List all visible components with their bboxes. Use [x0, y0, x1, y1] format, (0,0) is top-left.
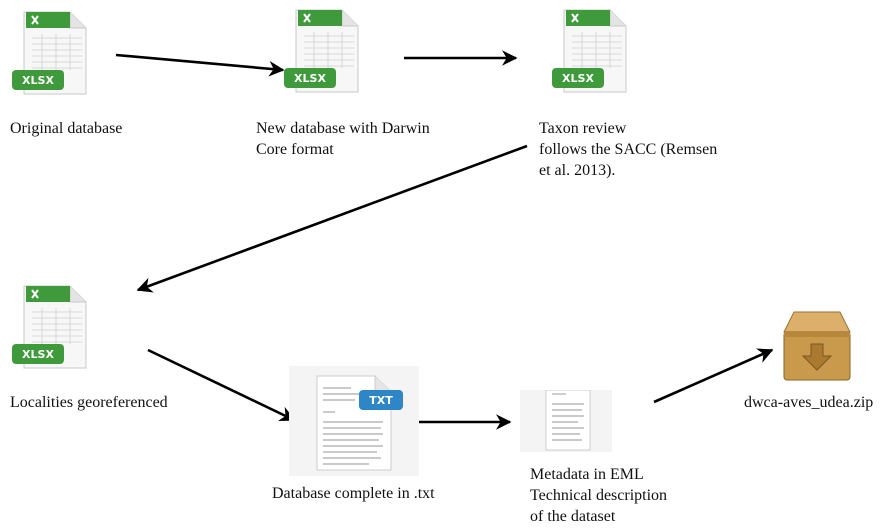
- xlsx-file-icon: XLSX: [282, 6, 366, 96]
- darwin-core-label: New database with Darwin Core format: [256, 120, 430, 158]
- svg-text:XLSX: XLSX: [294, 72, 326, 85]
- xlsx-file-icon: XLSX: [10, 8, 94, 98]
- txt-file-icon: TXT: [289, 366, 419, 476]
- arrow-original-to-darwin: [115, 53, 285, 77]
- svg-text:XLSX: XLSX: [22, 74, 54, 87]
- arrow-taxon-to-georeferenced: [136, 144, 528, 293]
- metadata-label: Metadata in EML Technical description of…: [530, 466, 668, 525]
- archive-label: dwca-aves_udea.zip: [744, 394, 874, 411]
- original-database-label: Original database: [10, 120, 123, 137]
- svg-text:TXT: TXT: [369, 394, 393, 407]
- package-download-icon: [778, 306, 856, 384]
- georeferenced-label: Localities georeferenced: [10, 394, 168, 411]
- document-icon: [520, 389, 612, 452]
- svg-text:XLSX: XLSX: [562, 72, 594, 85]
- svg-text:XLSX: XLSX: [22, 348, 54, 361]
- taxon-review-label: Taxon review follows the SACC (Remsen et…: [539, 120, 718, 179]
- arrow-georeferenced-to-txt: [147, 348, 296, 422]
- xlsx-file-icon: XLSX: [550, 6, 634, 96]
- xlsx-file-icon: XLSX: [10, 282, 94, 372]
- txt-complete-label: Database complete in .txt: [272, 485, 435, 502]
